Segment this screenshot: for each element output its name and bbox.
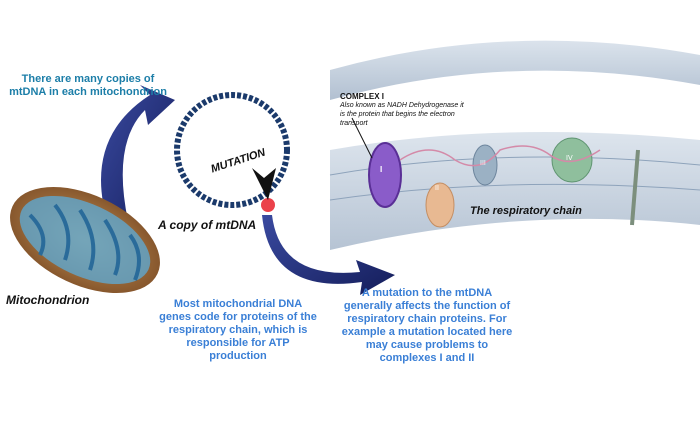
mitochondrion-illustration bbox=[10, 187, 160, 293]
mutation-effect-note: A mutation to the mtDNA generally affect… bbox=[341, 287, 513, 364]
atp-synthase-shape bbox=[630, 149, 640, 226]
mtdna-copies-note: There are many copies of mtDNA in each m… bbox=[9, 73, 167, 98]
complex-ii-shape bbox=[425, 182, 455, 228]
genes-note: Most mitochondrial DNA genes code for pr… bbox=[159, 298, 317, 362]
arrow-to-chain bbox=[262, 215, 395, 295]
complex-i-title: COMPLEX I bbox=[340, 92, 385, 101]
complex-iii-numeral: III bbox=[480, 160, 486, 167]
mutation-pointer bbox=[252, 168, 276, 200]
complex-i-description: Also known as NADH Dehydrogenase it is t… bbox=[340, 102, 464, 127]
mitochondrion-label: Mitochondrion bbox=[6, 293, 90, 307]
complex-i-numeral: I bbox=[380, 165, 383, 174]
mutation-site bbox=[261, 198, 275, 212]
respiratory-chain-label: The respiratory chain bbox=[470, 205, 582, 217]
complex-iv-numeral: IV bbox=[566, 155, 573, 162]
mtdna-ring bbox=[174, 92, 290, 208]
complex-i-shape bbox=[368, 142, 402, 208]
membrane-panel bbox=[329, 30, 700, 250]
complex-ii-numeral: II bbox=[435, 185, 439, 192]
complex-iv-shape bbox=[551, 137, 593, 183]
arrow-to-mtdna bbox=[101, 85, 175, 230]
mtdna-copy-label: A copy of mtDNA bbox=[158, 218, 257, 232]
